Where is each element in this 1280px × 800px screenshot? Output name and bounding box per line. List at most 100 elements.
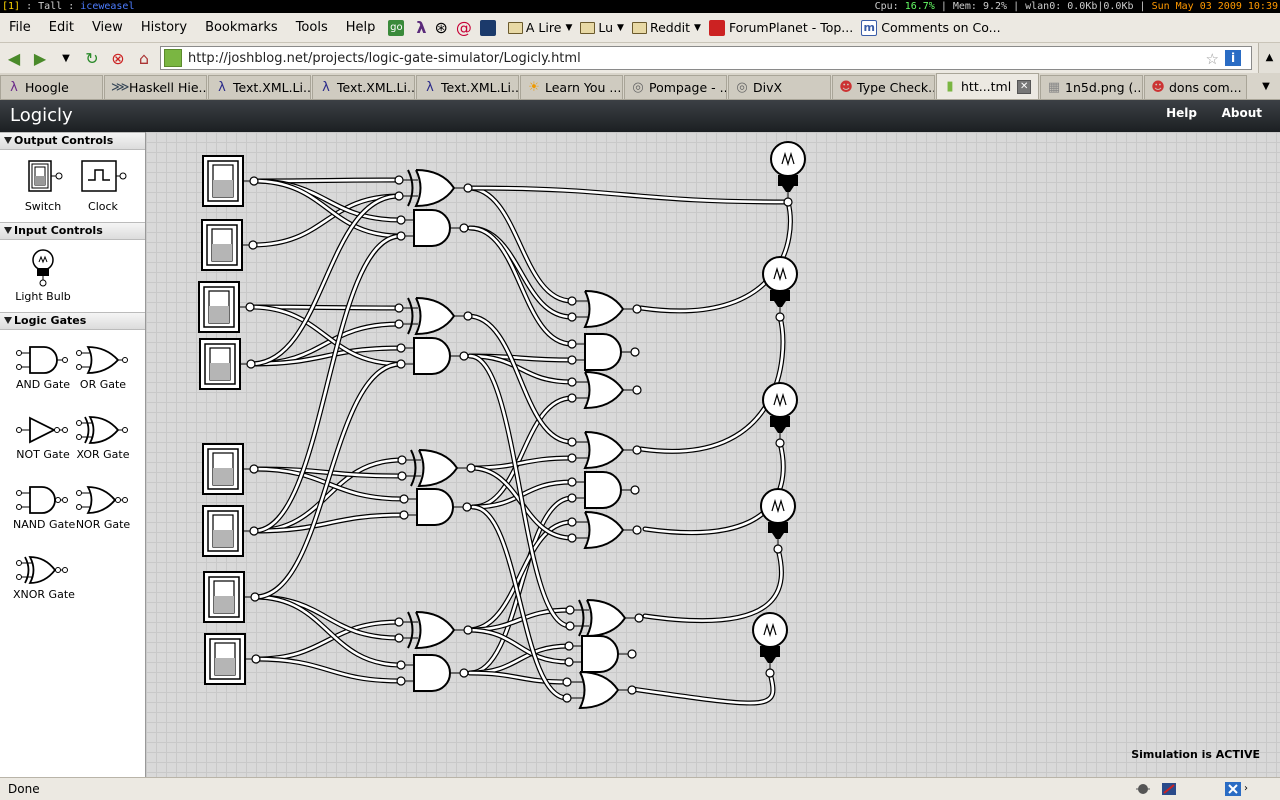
reload-button[interactable]: ↻ [85, 48, 99, 68]
switch-toggle-shade[interactable] [215, 658, 235, 675]
and-gate[interactable] [413, 337, 451, 375]
light-bulb[interactable] [760, 488, 796, 524]
tab-divx[interactable]: ◎DivX [728, 75, 831, 99]
close-tab-icon[interactable]: ✕ [1017, 79, 1032, 94]
bulb-filament[interactable] [773, 392, 787, 408]
xor-gate[interactable] [414, 169, 456, 208]
bulb-tip[interactable] [782, 186, 794, 192]
bookmark-target[interactable]: ⊛ [431, 17, 452, 39]
history-dropdown-icon[interactable]: ▼ [62, 52, 70, 64]
xor-gate[interactable] [414, 297, 456, 336]
scroll-up-button[interactable]: ▲ [1258, 43, 1280, 73]
bookmark-go[interactable]: go [384, 17, 412, 39]
stop-button[interactable]: ⊗ [111, 48, 125, 68]
switch-toggle-shade[interactable] [213, 530, 233, 547]
switch-toggle-shade[interactable] [209, 306, 229, 323]
bulb-base[interactable] [778, 175, 798, 186]
light-bulb[interactable] [762, 256, 798, 292]
or-gate[interactable] [578, 671, 620, 710]
light-bulb[interactable] [752, 612, 788, 648]
home-button[interactable]: ⌂ [138, 48, 150, 68]
bulb-tip[interactable] [774, 427, 786, 433]
switch-toggle-shade[interactable] [212, 244, 232, 261]
section-output-controls[interactable]: Output Controls [0, 132, 145, 150]
bookmark-star-icon[interactable]: ☆ [1205, 50, 1219, 68]
menu-file[interactable]: File [9, 19, 31, 35]
bookmark-arch[interactable] [476, 17, 504, 39]
help-link[interactable]: Help [1166, 106, 1197, 120]
and-gate[interactable] [584, 471, 622, 509]
xor-gate[interactable] [585, 599, 627, 638]
bulb-tip[interactable] [772, 533, 784, 539]
light-bulb[interactable] [762, 382, 798, 418]
menu-help[interactable]: Help [345, 19, 376, 35]
switch-toggle-shade[interactable] [213, 468, 233, 485]
bulb-filament[interactable] [781, 151, 795, 167]
tab-dons[interactable]: ☻dons com... [1144, 75, 1247, 99]
tab-haskell[interactable]: ⋙Haskell Hie... [104, 75, 207, 99]
tab-list-button[interactable]: ▼ [1262, 81, 1270, 92]
menu-bookmarks[interactable]: Bookmarks [205, 19, 278, 35]
or-gate[interactable] [583, 431, 625, 470]
palette-not-gate[interactable]: NOT Gate [13, 414, 73, 461]
or-gate[interactable] [583, 371, 625, 410]
about-link[interactable]: About [1221, 106, 1262, 120]
x-icon[interactable] [1224, 781, 1242, 797]
chevron-right-icon[interactable]: › [1244, 783, 1248, 794]
section-input-controls[interactable]: Input Controls [0, 222, 145, 240]
circuit-diagram[interactable] [146, 132, 1280, 777]
back-button[interactable]: ◀ [7, 48, 21, 68]
tab-image[interactable]: ▦1n5d.png (... [1040, 75, 1143, 99]
and-gate[interactable] [584, 333, 622, 371]
palette-nand-gate[interactable]: NAND Gate [13, 484, 75, 531]
menu-edit[interactable]: Edit [48, 19, 74, 35]
section-logic-gates[interactable]: Logic Gates [0, 312, 145, 330]
info-icon[interactable]: i [1225, 50, 1241, 66]
palette-nor-gate[interactable]: NOR Gate [73, 484, 133, 531]
palette-xnor-gate[interactable]: XNOR Gate [13, 554, 75, 601]
switch-toggle-shade[interactable] [210, 363, 230, 380]
url-text[interactable]: http://joshblog.net/projects/logic-gate-… [188, 50, 581, 66]
circuit-canvas[interactable]: Simulation is ACTIVE [146, 132, 1280, 777]
bookmark-folder-lu[interactable]: Lu▼ [576, 17, 628, 39]
switch-toggle-shade[interactable] [214, 596, 234, 613]
tab-type-check[interactable]: ☻Type Check... [832, 75, 935, 99]
bookmark-forumplanet[interactable]: ForumPlanet - Top... [705, 17, 857, 39]
and-gate[interactable] [416, 488, 454, 526]
url-bar[interactable]: http://joshblog.net/projects/logic-gate-… [160, 46, 1252, 70]
tab-logicly[interactable]: ▮htt...tml✕ [936, 73, 1039, 99]
bulb-filament[interactable] [771, 498, 785, 514]
palette-or-gate[interactable]: OR Gate [73, 344, 133, 391]
palette-and-gate[interactable]: AND Gate [13, 344, 73, 391]
menu-history[interactable]: History [140, 19, 188, 35]
bulb-base[interactable] [770, 290, 790, 301]
switch-toggle-shade[interactable] [213, 180, 233, 197]
or-gate[interactable] [583, 290, 625, 329]
bulb-base[interactable] [760, 646, 780, 657]
bug-icon[interactable] [1134, 781, 1152, 797]
and-gate[interactable] [413, 209, 451, 247]
forward-button[interactable]: ▶ [33, 48, 47, 68]
bookmark-haskell[interactable]: λ [412, 17, 430, 39]
and-gate[interactable] [581, 635, 619, 673]
tab-pompage[interactable]: ◎Pompage - ... [624, 75, 727, 99]
xor-gate[interactable] [414, 611, 456, 650]
or-gate[interactable] [583, 511, 625, 550]
palette-switch[interactable]: Switch [13, 158, 73, 213]
bulb-tip[interactable] [764, 657, 776, 663]
menu-view[interactable]: View [91, 19, 123, 35]
palette-xor-gate[interactable]: XOR Gate [73, 414, 133, 461]
bulb-base[interactable] [770, 416, 790, 427]
bulb-filament[interactable] [773, 266, 787, 282]
light-bulb[interactable] [770, 141, 806, 177]
bookmark-folder-a-lire[interactable]: A Lire▼ [504, 17, 576, 39]
bookmark-debian[interactable]: @ [452, 17, 476, 39]
bookmark-folder-reddit[interactable]: Reddit▼ [628, 17, 705, 39]
palette-light-bulb[interactable]: Light Bulb [13, 248, 73, 303]
and-gate[interactable] [413, 654, 451, 692]
